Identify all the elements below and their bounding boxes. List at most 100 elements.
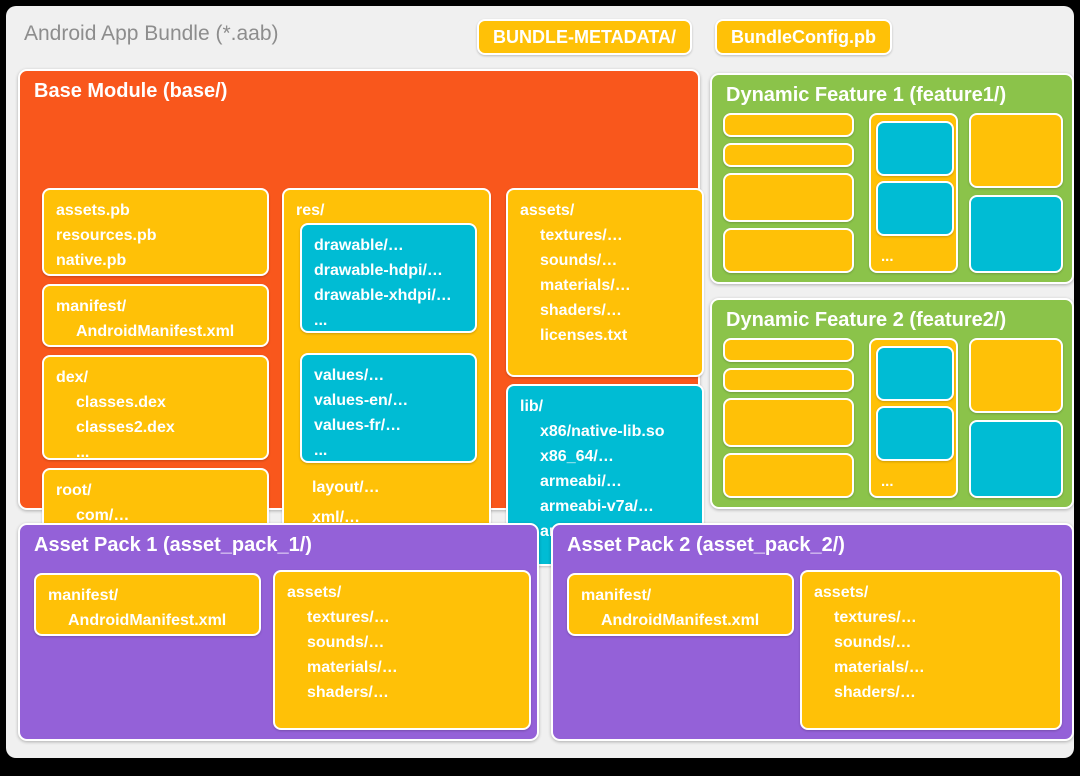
feature-2-box-dex[interactable]	[723, 398, 854, 447]
base-res-drawable-2: drawable-hdpi/…	[314, 262, 443, 279]
feature-2-box-res[interactable]: ...	[869, 338, 958, 498]
base-dex-box[interactable]: dex/ classes.dex classes2.dex ...	[42, 355, 269, 461]
base-root-root: root/	[56, 482, 92, 499]
base-assets-child-1: textures/…	[540, 227, 623, 244]
feature-2-res-more: ...	[881, 473, 894, 490]
base-res-tail-2: xml/…	[312, 509, 361, 526]
asset-pack-2-assets-child-2: sounds/…	[834, 634, 912, 651]
base-assets-child-5: licenses.txt	[540, 327, 628, 344]
base-res-drawable-box[interactable]: drawable/… drawable-hdpi/… drawable-xhdp…	[300, 223, 477, 333]
asset-pack-1-assets-child-2: sounds/…	[307, 634, 385, 651]
asset-pack-1-assets-root: assets/	[287, 584, 342, 601]
feature-1-box-root[interactable]	[723, 228, 854, 273]
dynamic-feature-2-title: Dynamic Feature 2 (feature2/)	[726, 309, 1007, 331]
feature-1-box-protos[interactable]	[723, 113, 854, 137]
base-res-values-box[interactable]: values/… values-en/… values-fr/… ...	[300, 353, 477, 463]
bundle-config-chip[interactable]: BundleConfig.pb	[715, 19, 892, 55]
app-bundle-card: Android App Bundle (*.aab) BUNDLE-METADA…	[6, 6, 1074, 758]
asset-pack-2-assets-root: assets/	[814, 584, 869, 601]
base-dex-root: dex/	[56, 369, 89, 386]
bundle-metadata-chip[interactable]: BUNDLE-METADATA/	[477, 19, 692, 55]
base-res-values-more: ...	[314, 442, 328, 459]
base-root-child-1: com/…	[76, 507, 130, 524]
asset-pack-2-assets-child-4: shaders/…	[834, 684, 916, 701]
base-res-drawable-lines: drawable/… drawable-hdpi/… drawable-xhdp…	[314, 233, 467, 333]
base-assets-root: assets/	[520, 202, 575, 219]
asset-pack-1-assets-lines: assets/ textures/… sounds/… materials/… …	[287, 580, 521, 705]
base-res-drawable-more: ...	[314, 312, 328, 329]
dynamic-feature-2-panel[interactable]: Dynamic Feature 2 (feature2/) ...	[710, 298, 1074, 509]
base-protos-line-2: resources.pb	[56, 227, 157, 244]
asset-pack-2-assets-box[interactable]: assets/ textures/… sounds/… materials/… …	[800, 570, 1062, 730]
asset-pack-1-manifest-root: manifest/	[48, 587, 119, 604]
asset-pack-1-manifest-child: AndroidManifest.xml	[68, 612, 227, 629]
base-module-title: Base Module (base/)	[34, 80, 228, 102]
base-manifest-lines: manifest/ AndroidManifest.xml	[56, 294, 259, 344]
asset-pack-1-title: Asset Pack 1 (asset_pack_1/)	[34, 534, 312, 556]
base-lib-lines: lib/ x86/native-lib.so x86_64/… armeabi/…	[520, 394, 694, 544]
base-dex-child-2: classes2.dex	[76, 419, 175, 436]
asset-pack-1-assets-child-3: materials/…	[307, 659, 398, 676]
base-module-panel[interactable]: Base Module (base/) assets.pb resources.…	[18, 69, 704, 566]
asset-pack-2-manifest-box[interactable]: manifest/ AndroidManifest.xml	[567, 573, 794, 636]
feature-1-box-lib[interactable]	[969, 195, 1063, 273]
asset-pack-2-manifest-child: AndroidManifest.xml	[601, 612, 760, 629]
base-res-values-lines: values/… values-en/… values-fr/… ...	[314, 363, 467, 463]
asset-pack-1-panel[interactable]: Asset Pack 1 (asset_pack_1/) manifest/ A…	[18, 523, 539, 741]
base-manifest-child: AndroidManifest.xml	[76, 323, 235, 340]
feature-2-box-protos[interactable]	[723, 338, 854, 362]
feature-2-box-drawable[interactable]	[876, 346, 954, 401]
asset-pack-1-assets-child-4: shaders/…	[307, 684, 389, 701]
page-title: Android App Bundle (*.aab)	[24, 22, 279, 45]
feature-1-res-more: ...	[881, 248, 894, 265]
dynamic-feature-1-title: Dynamic Feature 1 (feature1/)	[726, 84, 1007, 106]
feature-1-box-drawable[interactable]	[876, 121, 954, 176]
base-assets-lines: assets/ textures/… sounds/… materials/… …	[520, 198, 694, 348]
asset-pack-1-assets-child-1: textures/…	[307, 609, 390, 626]
base-manifest-root: manifest/	[56, 298, 127, 315]
feature-2-box-assets[interactable]	[969, 338, 1063, 413]
feature-2-box-lib[interactable]	[969, 420, 1063, 498]
asset-pack-1-assets-box[interactable]: assets/ textures/… sounds/… materials/… …	[273, 570, 531, 730]
feature-2-box-values[interactable]	[876, 406, 954, 461]
base-assets-child-4: shaders/…	[540, 302, 622, 319]
base-manifest-box[interactable]: manifest/ AndroidManifest.xml	[42, 284, 269, 347]
base-lib-child-3: armeabi/…	[540, 473, 622, 490]
base-res-drawable-3: drawable-xhdpi/…	[314, 287, 452, 304]
asset-pack-2-manifest-lines: manifest/ AndroidManifest.xml	[581, 583, 784, 633]
bundle-header: Android App Bundle (*.aab) BUNDLE-METADA…	[6, 6, 1074, 64]
base-lib-root: lib/	[520, 398, 544, 415]
base-protos-line-3: native.pb	[56, 252, 127, 269]
feature-1-box-values[interactable]	[876, 181, 954, 236]
asset-pack-2-assets-child-3: materials/…	[834, 659, 925, 676]
asset-pack-1-manifest-lines: manifest/ AndroidManifest.xml	[48, 583, 251, 633]
base-res-box[interactable]: res/ drawable/… drawable-hdpi/… drawable…	[282, 188, 491, 566]
feature-1-box-dex[interactable]	[723, 173, 854, 222]
asset-pack-1-manifest-box[interactable]: manifest/ AndroidManifest.xml	[34, 573, 261, 636]
base-lib-child-1: x86/native-lib.so	[540, 423, 665, 440]
feature-2-box-manifest[interactable]	[723, 368, 854, 392]
base-lib-child-4: armeabi-v7a/…	[540, 498, 654, 515]
base-assets-child-2: sounds/…	[540, 252, 618, 269]
asset-pack-2-assets-child-1: textures/…	[834, 609, 917, 626]
base-dex-child-1: classes.dex	[76, 394, 166, 411]
feature-1-box-manifest[interactable]	[723, 143, 854, 167]
base-res-tail-1: layout/…	[312, 479, 380, 496]
base-assets-box[interactable]: assets/ textures/… sounds/… materials/… …	[506, 188, 704, 377]
base-res-values-3: values-fr/…	[314, 417, 402, 434]
asset-pack-2-title: Asset Pack 2 (asset_pack_2/)	[567, 534, 845, 556]
base-assets-child-3: materials/…	[540, 277, 631, 294]
base-protos-lines: assets.pb resources.pb native.pb	[56, 198, 259, 273]
feature-2-box-root[interactable]	[723, 453, 854, 498]
asset-pack-2-panel[interactable]: Asset Pack 2 (asset_pack_2/) manifest/ A…	[551, 523, 1074, 741]
asset-pack-2-assets-lines: assets/ textures/… sounds/… materials/… …	[814, 580, 1052, 705]
dynamic-feature-1-panel[interactable]: Dynamic Feature 1 (feature1/) ...	[710, 73, 1074, 284]
base-lib-child-2: x86_64/…	[540, 448, 614, 465]
base-res-drawable-1: drawable/…	[314, 237, 404, 254]
base-protos-box[interactable]: assets.pb resources.pb native.pb	[42, 188, 269, 276]
base-protos-line-1: assets.pb	[56, 202, 130, 219]
base-res-values-2: values-en/…	[314, 392, 409, 409]
asset-pack-2-manifest-root: manifest/	[581, 587, 652, 604]
feature-1-box-res[interactable]: ...	[869, 113, 958, 273]
feature-1-box-assets[interactable]	[969, 113, 1063, 188]
